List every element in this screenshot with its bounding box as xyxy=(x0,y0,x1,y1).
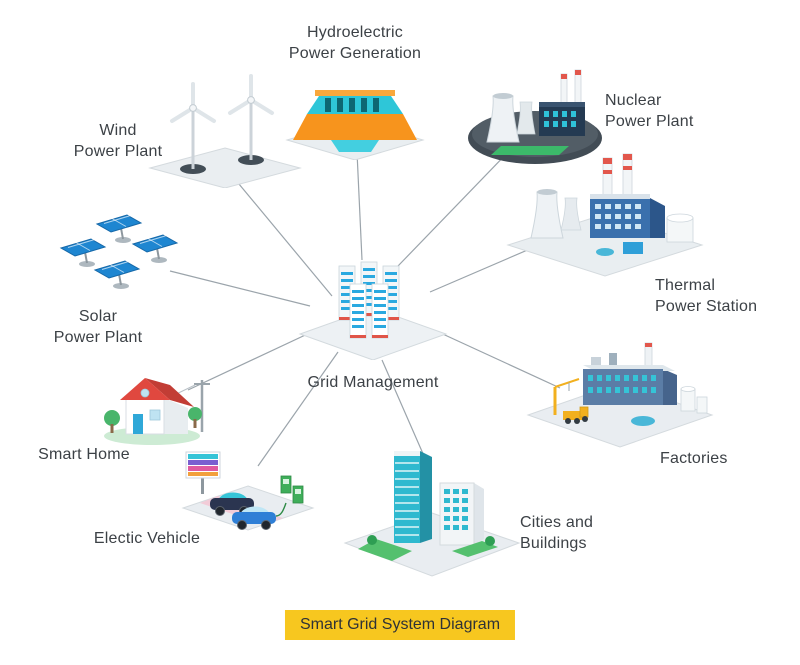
hydroelectric-label: Hydroelectric Power Generation xyxy=(288,24,422,63)
thermal-label: Thermal Power Station xyxy=(655,277,758,316)
factories-label: Factories xyxy=(660,450,728,467)
smart-home-icon xyxy=(100,352,210,447)
wind-power-plant-label: Wind Power Plant xyxy=(73,122,163,161)
solar-panels-icon xyxy=(55,210,195,310)
hydroelectric-dam-icon xyxy=(285,70,425,160)
ev-charging-icon xyxy=(180,442,315,547)
grid-management-label: Grid Management xyxy=(307,374,439,391)
solar-label: Solar Power Plant xyxy=(53,308,143,347)
nuclear-plant-icon xyxy=(465,62,605,167)
city-buildings-icon xyxy=(342,435,522,580)
diagram-title: Smart Grid System Diagram xyxy=(284,610,516,640)
wind-turbines-icon xyxy=(145,68,305,188)
cities-buildings-label: Cities and Buildings xyxy=(520,514,594,553)
factory-icon xyxy=(525,325,715,450)
thermal-station-icon xyxy=(505,152,705,277)
server-racks-icon xyxy=(298,250,448,360)
electric-vehicle-label: Electic Vehicle xyxy=(93,530,201,547)
nuclear-label: Nuclear Power Plant xyxy=(605,92,694,131)
smart-home-label: Smart Home xyxy=(38,446,130,463)
